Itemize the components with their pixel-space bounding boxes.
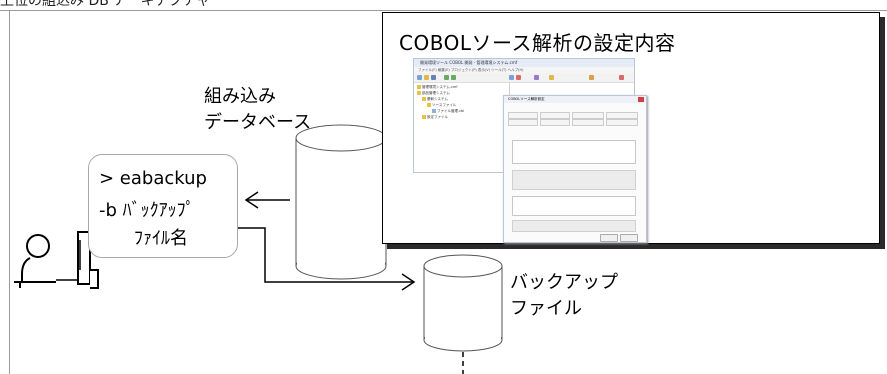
tree-item-4: ファイル管理.cbl [432,109,464,114]
folder-icon [422,115,426,119]
folder-icon [422,97,426,101]
tree-item-2: 基幹システム [422,97,448,102]
app-toolbar [414,73,634,83]
dialog-tab-7 [572,119,604,126]
frame-top-border [0,10,887,11]
dialog-title: COBOLソース解析設定 [504,96,646,103]
dialog-tab-5 [508,119,538,126]
cobol-settings-popup: COBOLソース解析の設定内容 開発環境ツール COBOL 開発 - 管理環境シ… [382,12,880,244]
dialog-tab-8 [606,119,638,126]
toolbar-save-icon [431,75,436,80]
database-cylinder [295,124,387,280]
dialog-tab-2 [540,112,570,119]
app-titlebar: 開発環境ツール COBOL 開発 - 管理環境システム.cmf [414,59,634,67]
popup-title: COBOLソース解析の設定内容 [399,31,676,55]
toolbar-build-icon [509,75,514,80]
arrowhead-command-to-backup [401,273,416,291]
folder-icon [417,91,421,95]
app-project-tree: 管理環境システム.cmf 部品管理システム 基幹システム ソースファイル ファイ… [414,83,510,172]
backup-file-label: バックアップ ファイル [510,270,618,322]
toolbar-help-icon [619,75,624,80]
database-label-line1: 組み込み [204,86,276,107]
database-label: 組み込み データベース [204,84,311,136]
command-box: > eabackup -b ﾊﾞｯｸｱｯﾌﾟ ﾌｧｲﾙ名 [88,154,238,258]
dialog-readonly-area-2 [512,220,636,232]
toolbar-debug-icon [534,75,539,80]
dialog-input-area-2 [512,196,636,216]
dialog-ok-button[interactable] [600,234,618,242]
backup-label-line2: ファイル [510,298,582,319]
toolbar-new-icon [417,75,422,80]
folder-icon [427,103,431,107]
backup-label-line1: バックアップ [510,272,618,293]
toolbar-settings-icon [589,75,594,80]
command-line-2: -b ﾊﾞｯｸｱｯﾌﾟ [99,200,195,221]
toolbar-redo-icon [451,75,456,80]
app-menubar: ファイル(F) 編集(E) プロジェクト(P) 表示(V) ツール(T) ヘルプ… [414,67,634,73]
settings-dialog-thumbnail: COBOLソース解析設定 [503,95,647,243]
file-icon [432,109,436,113]
dialog-cancel-button[interactable] [620,234,638,242]
toolbar-search-icon [549,75,554,80]
tree-item-1: 部品管理システム [417,91,450,96]
tree-item-3: ソースファイル [427,103,456,108]
database-label-line2: データベース [204,112,312,133]
toolbar-undo-icon [444,75,449,80]
dialog-tab-3 [572,112,604,119]
top-caption: 上位の組込み DB アーキテクチャ [0,0,211,9]
dialog-input-area-1 [512,140,636,164]
command-line-3: ﾌｧｲﾙ名 [134,228,188,249]
tree-item-0: 管理環境システム.cmf [417,85,458,90]
dialog-readonly-area-1 [512,170,636,190]
arrowhead-db-to-command [244,191,259,209]
dialog-tab-1 [508,112,538,119]
backup-file-cylinder [423,254,503,352]
frame-left-border [9,10,10,374]
command-line-1: > eabackup [99,168,207,189]
user-computer-icon [14,231,99,289]
folder-icon [417,85,421,89]
dialog-tab-4 [606,112,638,119]
toolbar-run-icon [516,75,521,80]
dialog-close-icon [638,97,644,102]
connector-command-to-backup [236,227,414,283]
tree-item-5: 設定ファイル [422,115,448,120]
toolbar-open-icon [424,75,429,80]
dialog-tab-6 [540,119,570,126]
